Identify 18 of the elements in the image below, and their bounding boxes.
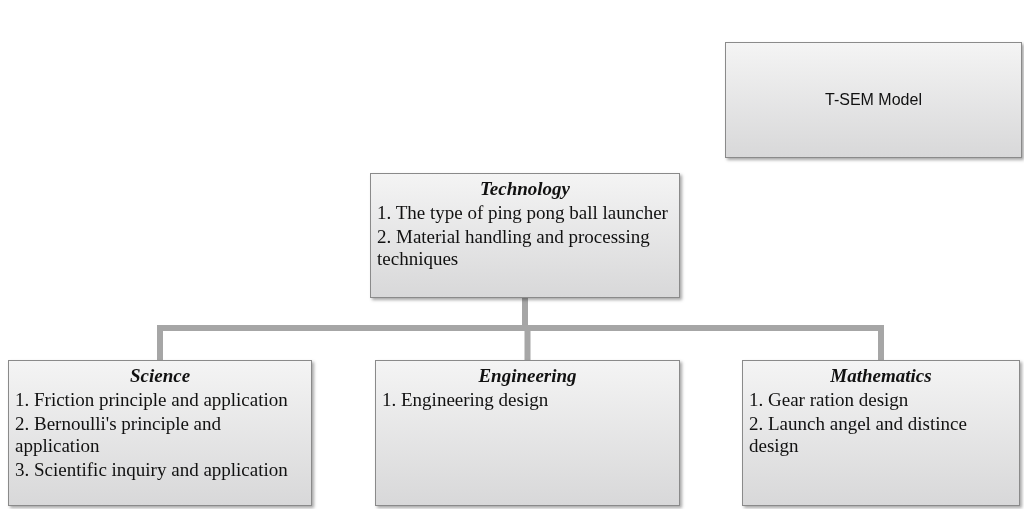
box-heading: Science	[128, 365, 192, 387]
list-item: 2. Launch angel and distince design	[749, 413, 968, 457]
box-heading: Technology	[478, 178, 572, 200]
list-item: 3. Scientific inquiry and application	[15, 459, 289, 481]
box-title: T-SEM Model	[825, 90, 922, 110]
list-item: 2. Material handling and processing techniques	[377, 226, 651, 270]
category-box	[8, 360, 312, 506]
box-heading: Mathematics	[829, 365, 933, 387]
list-item: 2. Bernoulli's principle and application	[15, 413, 223, 457]
category-box	[375, 360, 680, 506]
category-box	[742, 360, 1020, 506]
category-box	[725, 42, 1022, 158]
list-item: 1. Gear ration design	[749, 389, 910, 411]
list-item: 1. Engineering design	[382, 389, 550, 411]
box-heading: Engineering	[477, 365, 578, 387]
list-item: 1. The type of ping pong ball launcher	[377, 202, 669, 224]
list-item: 1. Friction principle and application	[15, 389, 289, 411]
category-box	[370, 173, 680, 298]
